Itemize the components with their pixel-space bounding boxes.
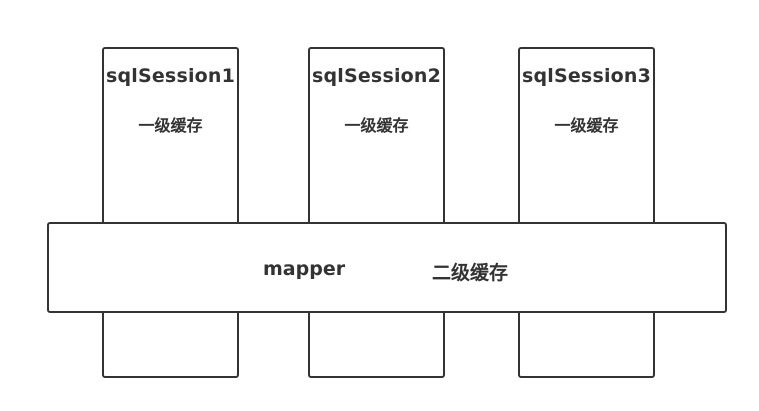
mapper-cache-label: 二级缓存 (432, 262, 509, 284)
sql-session-1-box: sqlSession1 一级缓存 (102, 47, 239, 378)
mapper-label: mapper (263, 258, 346, 280)
sql-session-1-cache-label: 一级缓存 (138, 116, 203, 135)
sql-session-2-box: sqlSession2 一级缓存 (308, 47, 445, 378)
sql-session-3-title: sqlSession3 (521, 65, 652, 87)
sql-session-3-cache-label: 一级缓存 (554, 116, 619, 135)
sql-session-2-cache-label: 一级缓存 (344, 116, 409, 135)
mapper-box: mapper 二级缓存 (47, 222, 727, 313)
sql-session-1-title: sqlSession1 (105, 65, 236, 87)
sql-session-2-title: sqlSession2 (311, 65, 442, 87)
sql-session-3-box: sqlSession3 一级缓存 (518, 47, 655, 378)
